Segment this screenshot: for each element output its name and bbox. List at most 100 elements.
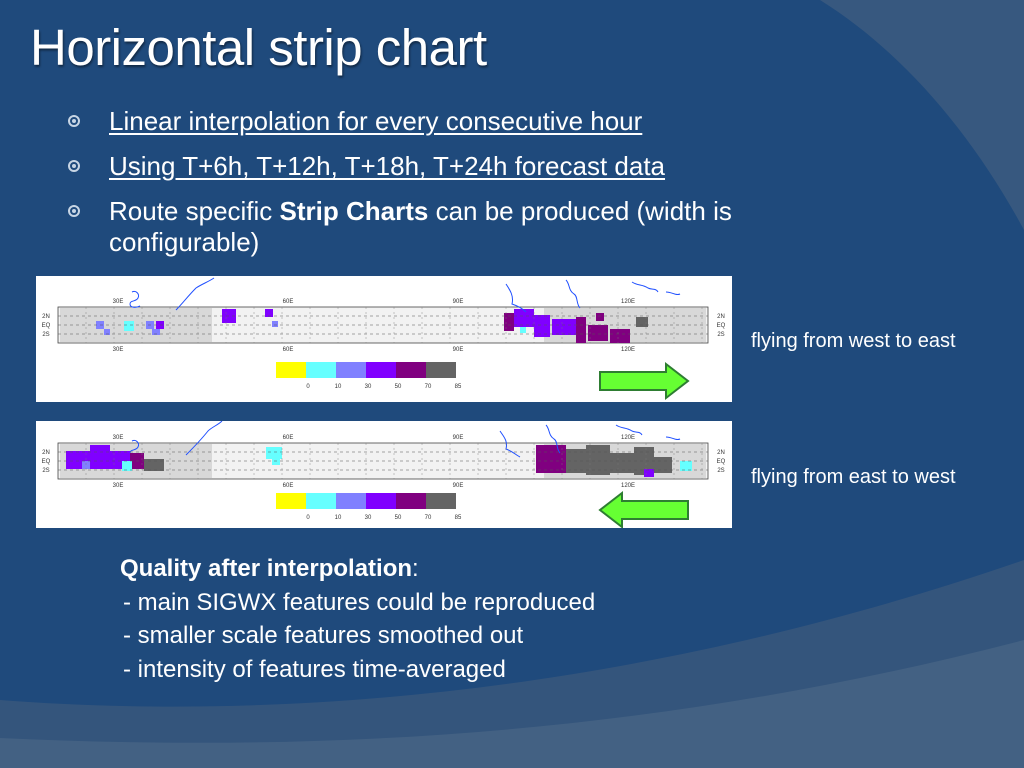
lat-label-left: EQ — [42, 459, 51, 465]
turbulence-cell — [552, 319, 576, 335]
lon-label-bottom: 30E — [113, 347, 124, 353]
coastline — [615, 424, 643, 436]
legend-value: 30 — [365, 384, 372, 390]
lon-label-bottom: 90E — [453, 483, 464, 489]
lon-label-top: 30E — [113, 299, 124, 305]
coastline — [505, 283, 527, 313]
lat-label-right: 2N — [717, 314, 725, 320]
legend-value: 0 — [306, 515, 310, 521]
bullet-list: Linear interpolation for every consecuti… — [62, 106, 872, 272]
bullet-text: Linear interpolation for every consecuti… — [109, 106, 643, 136]
legend-swatch — [366, 362, 396, 378]
turbulence-cell — [504, 313, 514, 331]
bullet-text: Using T+6h, T+12h, T+18h, T+24h forecast… — [109, 151, 666, 181]
bullet-item: Using T+6h, T+12h, T+18h, T+24h forecast… — [62, 151, 872, 182]
legend-value: 50 — [395, 515, 402, 521]
coastline — [565, 279, 581, 309]
turbulence-cell — [265, 309, 273, 317]
turbulence-cell — [122, 461, 132, 471]
turbulence-cell — [514, 309, 534, 327]
legend-value: 85 — [455, 384, 462, 390]
lon-label-bottom: 30E — [113, 483, 124, 489]
legend-swatch — [276, 362, 306, 378]
lat-label-right: 2N — [717, 450, 725, 456]
lon-label-bottom: 60E — [283, 483, 294, 489]
coastline — [175, 277, 215, 311]
caption-west-to-east: flying from west to east — [751, 330, 956, 352]
coastline — [631, 281, 659, 293]
lat-label-left: 2S — [42, 332, 49, 338]
turbulence-cell — [636, 317, 648, 327]
legend-swatch — [306, 493, 336, 509]
lon-label-top: 120E — [621, 299, 635, 305]
lon-label-bottom: 120E — [621, 483, 635, 489]
legend-value: 10 — [335, 515, 342, 521]
bullet-icon — [68, 115, 80, 127]
lat-label-left: 2N — [42, 450, 50, 456]
turbulence-cell — [152, 329, 160, 335]
slide-title: Horizontal strip chart — [30, 19, 487, 76]
turbulence-cell — [536, 445, 566, 473]
turbulence-cell — [272, 459, 280, 465]
lon-label-bottom: 90E — [453, 347, 464, 353]
legend-value: 70 — [425, 515, 432, 521]
lat-label-right: EQ — [717, 459, 726, 465]
coastline — [545, 424, 561, 454]
bullet-text-bold: Strip Charts — [279, 196, 429, 226]
turbulence-cell — [680, 461, 692, 471]
turbulence-cell — [534, 315, 550, 337]
turbulence-cell — [654, 457, 672, 473]
lat-label-left: 2N — [42, 314, 50, 320]
coastline — [129, 291, 141, 308]
quality-heading: Quality after interpolation — [120, 555, 413, 582]
turbulence-cell — [90, 445, 110, 469]
turbulence-cell — [144, 459, 164, 471]
turbulence-cell — [586, 445, 610, 475]
lon-label-top: 120E — [621, 435, 635, 441]
lon-label-top: 60E — [283, 435, 294, 441]
arrow-left-icon — [598, 490, 689, 528]
legend-swatch — [336, 493, 366, 509]
bullet-item: Route specific Strip Charts can be produ… — [62, 196, 872, 258]
lat-label-left: EQ — [42, 323, 51, 329]
turbulence-cell — [272, 321, 278, 327]
bullet-icon — [68, 205, 80, 217]
coastline — [665, 436, 681, 441]
bullet-text-before: Route specific — [109, 196, 280, 226]
lon-label-top: 60E — [283, 299, 294, 305]
turbulence-cell — [634, 447, 654, 475]
legend-value: 85 — [455, 515, 462, 521]
legend-swatch — [306, 362, 336, 378]
turbulence-cell — [644, 469, 654, 477]
legend-value: 50 — [395, 384, 402, 390]
quality-note: Quality after interpolation: - main SIGW… — [120, 552, 595, 686]
legend-value: 30 — [365, 515, 372, 521]
turbulence-cell — [576, 317, 586, 343]
legend-swatch — [396, 493, 426, 509]
quality-line: - smaller scale features smoothed out — [123, 622, 524, 649]
turbulence-cell — [610, 453, 634, 473]
caption-east-to-west: flying from east to west — [751, 466, 956, 488]
legend-swatch — [426, 493, 456, 509]
turbulence-cell — [588, 325, 608, 341]
turbulence-cell — [596, 313, 604, 321]
legend-value: 70 — [425, 384, 432, 390]
turbulence-cell — [610, 329, 630, 343]
turbulence-cell — [104, 329, 110, 335]
turbulence-cell — [520, 327, 526, 333]
arrow-right-icon — [599, 361, 690, 401]
lat-label-left: 2S — [42, 468, 49, 474]
bullet-text-after: can be produced (width is configurable) — [109, 196, 732, 257]
legend-swatch — [276, 493, 306, 509]
legend-swatch — [426, 362, 456, 378]
coastline — [665, 291, 681, 296]
lon-label-bottom: 120E — [621, 347, 635, 353]
quality-line: - main SIGWX features could be reproduce… — [123, 588, 596, 616]
lon-label-bottom: 60E — [283, 347, 294, 353]
lon-label-top: 90E — [453, 299, 464, 305]
coastline — [129, 440, 139, 454]
